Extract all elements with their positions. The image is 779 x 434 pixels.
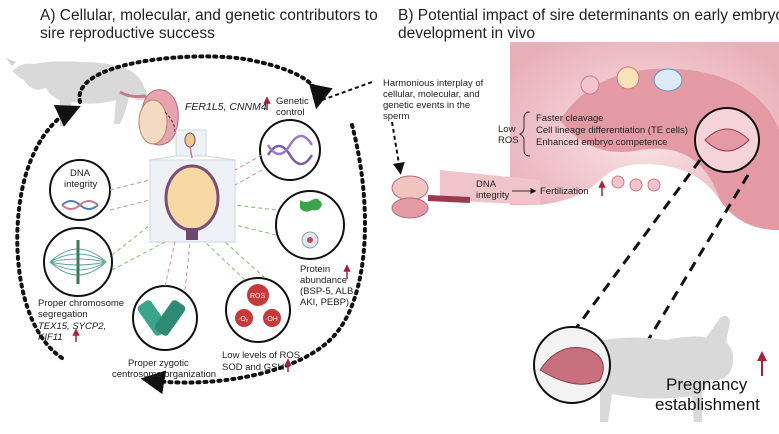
zoom-line-2 [628, 174, 750, 371]
protein-label-1: Protein [300, 264, 330, 275]
ros-molecules-icon [235, 284, 281, 327]
centrosome-label-2: centrosome organization [112, 369, 216, 380]
chromosome-genes-2: KIF11 [38, 332, 63, 343]
zoom-line-1 [558, 159, 702, 351]
interplay-line-3: genetic events in the [383, 100, 470, 111]
effect-3: Enhanced embryo competence [536, 137, 668, 148]
dna-integrity-label-1: DNA [70, 168, 91, 179]
cycle-arrow-left [15, 105, 81, 360]
dna-integrity-label-2: integrity [64, 179, 98, 190]
genetic-genes: FER1L5, CNNM4 [185, 101, 267, 113]
effect-2: Cell lineage differentiation (TE cells) [536, 125, 688, 136]
spindle-icon [49, 240, 107, 284]
pregnancy-label-2: establishment [655, 395, 760, 414]
cycle-arrow [77, 54, 333, 110]
panel-a-title-line1: A) Cellular, molecular, and genetic cont… [40, 7, 378, 24]
ros-label-2: SOD and GSH [222, 362, 284, 373]
interplay-line-4: sperm [383, 111, 409, 122]
ovary-illustration [391, 175, 471, 219]
dna-purple-helix-strand-icon [266, 134, 314, 156]
implantation-detail-icon [704, 128, 750, 152]
pregnancy-label-1: Pregnancy [666, 375, 748, 394]
dna-helix-circle [259, 119, 321, 181]
protein-label-4: AKI, PEBP) [300, 297, 349, 308]
ros-badge: ROS [250, 293, 266, 300]
centrosome-label-1: Proper zygotic [128, 358, 189, 369]
connector-lines [109, 154, 277, 291]
chromosome-genes-1: TEX15, SYCP2, [38, 321, 106, 332]
dna-helix-strand-icon [61, 200, 99, 210]
interplay-line-2: cellular, molecular, and [383, 89, 480, 100]
dna-purple-helix-icon [266, 144, 314, 166]
protein-label-2: abundance [300, 275, 347, 286]
cow-uterus-icon [539, 347, 604, 385]
panel-b-title-line1: B) Potential impact of sire determinants… [398, 7, 779, 24]
ros-o2: ·O₂ [238, 316, 249, 323]
bull-illustration [6, 58, 148, 127]
cycle-arrow-right [140, 123, 367, 395]
protein-circle [275, 190, 345, 260]
protein-structure-icon [300, 198, 322, 249]
dna-integrity-b-1: DNA [476, 179, 497, 190]
chromosome-label-1: Proper chromosome [38, 298, 124, 309]
ros-oh: ·OH [265, 316, 278, 323]
dna-integrity-b-2: integrity [476, 190, 510, 201]
centriole-icon [137, 300, 186, 336]
protein-label-3: (BSP-5, ALB, [300, 286, 356, 297]
chromosome-label-2: segregation [38, 309, 88, 320]
low-ros-label-1: Low [498, 124, 516, 135]
link-arrow [321, 81, 400, 170]
effects-brace [518, 111, 531, 157]
genetic-label-2: control [276, 107, 305, 118]
low-ros-label-2: ROS [498, 135, 519, 146]
sperm-head-box [149, 111, 236, 243]
ros-label-1: Low levels of ROS [222, 350, 300, 361]
testis-illustration [119, 89, 179, 146]
panel-a-title-line2: sire reproductive success [40, 25, 215, 42]
interplay-line-1: Harmonious interplay of [383, 78, 484, 89]
genetic-label-1: Genetic [276, 96, 309, 107]
fertilization-label: Fertilization [540, 186, 589, 197]
panel-b-title-line2: development in vivo [398, 25, 535, 42]
effect-1: Faster cleavage [536, 113, 604, 124]
